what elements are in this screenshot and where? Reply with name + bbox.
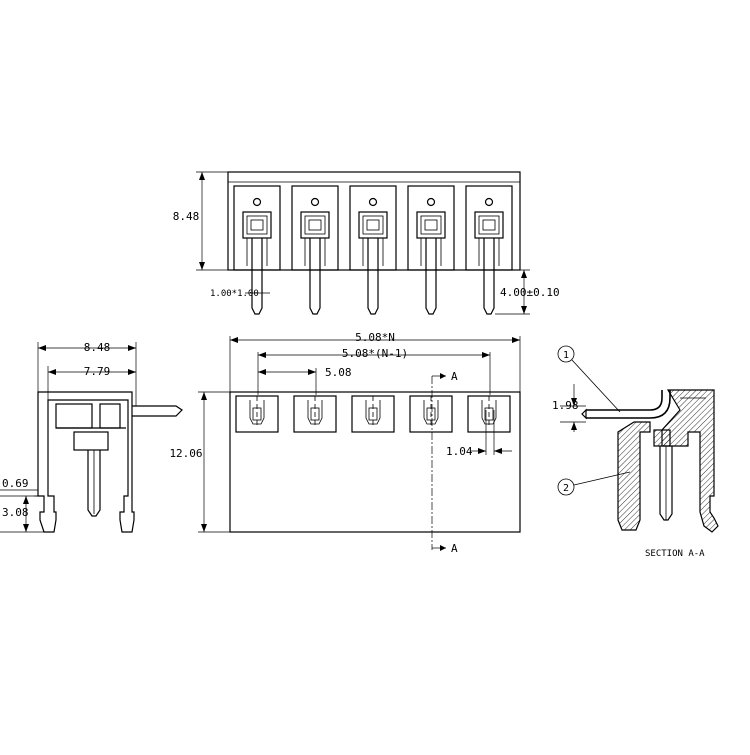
top-pin-cell <box>291 185 339 315</box>
side-pin-label: 3.08 <box>2 506 29 519</box>
top-view: 8.48 1.00*1.00 4.00±0.10 <box>173 171 560 315</box>
offset-label: 1.04 <box>446 445 473 458</box>
top-pin <box>425 238 437 315</box>
side-pin-arrow-top <box>23 496 29 504</box>
side-pin <box>87 450 101 517</box>
total-width-arrow-right <box>512 337 520 343</box>
pin-length-label: 4.00±0.10 <box>500 286 560 299</box>
pin-length-arrow-top <box>521 270 527 278</box>
pin-length-arrow-bottom <box>521 306 527 314</box>
side-width-arrow-left <box>38 345 46 351</box>
side-inner-block-right <box>99 403 121 429</box>
pitch-arrow-left <box>258 369 266 375</box>
section-height-arrow-bottom <box>571 422 577 430</box>
front-height-label: 12.06 <box>169 447 202 460</box>
front-pin-cell <box>409 395 453 433</box>
top-pin-cells <box>233 185 513 315</box>
callout-2-leader <box>573 471 631 486</box>
section-wire-lower <box>586 390 671 419</box>
total-width-label: 5.08*N <box>355 331 395 344</box>
total-width-arrow-left <box>230 337 238 343</box>
side-inner-width-label: 7.79 <box>84 365 111 378</box>
section-wire <box>586 390 663 411</box>
span-arrow-left <box>258 352 266 358</box>
section-left-wall <box>617 421 651 531</box>
side-inner-block-left <box>55 403 93 429</box>
section-view: 1.98 1 2 SECTION A-A <box>552 345 719 559</box>
callout-1-leader <box>571 359 621 413</box>
pitch-arrow-right <box>308 369 316 375</box>
side-width-arrow-right <box>128 345 136 351</box>
callout-2-circle <box>557 478 575 496</box>
callout-2-label: 2 <box>563 483 569 494</box>
top-pin-cell <box>465 185 513 315</box>
callout-1-label: 1 <box>563 350 569 361</box>
side-width-label: 8.48 <box>84 341 111 354</box>
section-height-label: 1.98 <box>552 399 579 412</box>
top-pin <box>251 238 263 315</box>
section-top-label: A <box>451 370 458 383</box>
pitch-label: 5.08 <box>325 366 352 379</box>
pin-size-label: 1.00*1.00 <box>210 289 259 299</box>
section-arrow-top <box>440 373 446 379</box>
top-height-label: 8.48 <box>173 210 200 223</box>
span-arrow-right <box>482 352 490 358</box>
top-pin-cell <box>407 185 455 315</box>
top-height-arrow-bottom <box>199 262 205 270</box>
top-height-arrow-top <box>199 172 205 180</box>
front-pin-cell <box>467 395 511 433</box>
top-body-outline <box>227 171 521 271</box>
side-view: 8.48 7.79 0.69 3.08 <box>0 341 183 533</box>
top-pin <box>367 238 379 315</box>
top-pin <box>483 238 495 315</box>
top-pin-cell <box>349 185 397 315</box>
front-height-arrow-bottom <box>201 524 207 532</box>
top-pin-cell <box>233 185 281 315</box>
top-pin <box>309 238 321 315</box>
front-pin-cell <box>293 395 337 433</box>
front-pin-cell <box>235 395 279 433</box>
side-step-label: 0.69 <box>2 477 29 490</box>
section-wire-tip <box>581 408 587 420</box>
section-height-arrow-top <box>571 398 577 406</box>
front-body-outline <box>229 391 521 533</box>
front-height-arrow-top <box>201 392 207 400</box>
front-pin-cells <box>235 395 511 433</box>
side-pin-arrow-bottom <box>23 524 29 532</box>
section-bottom-label: A <box>451 542 458 555</box>
section-arrow-bottom <box>440 545 446 551</box>
front-pin-cell <box>351 395 395 433</box>
callout-1-circle <box>557 345 575 363</box>
section-right-block <box>661 389 719 533</box>
side-pin-collar <box>73 431 109 451</box>
offset-arrow-left <box>478 448 486 454</box>
offset-arrow-right <box>494 448 502 454</box>
side-inner-width-arrow-left <box>48 369 56 375</box>
side-inner-width-arrow-right <box>128 369 136 375</box>
span-label: 5.08*(N-1) <box>342 347 408 360</box>
front-view: 5.08*N 5.08*(N-1) 5.08 12.06 1.04 A <box>169 331 521 555</box>
side-wire-entry <box>132 405 183 417</box>
section-clamp <box>653 429 671 447</box>
section-title: SECTION A-A <box>645 549 705 559</box>
